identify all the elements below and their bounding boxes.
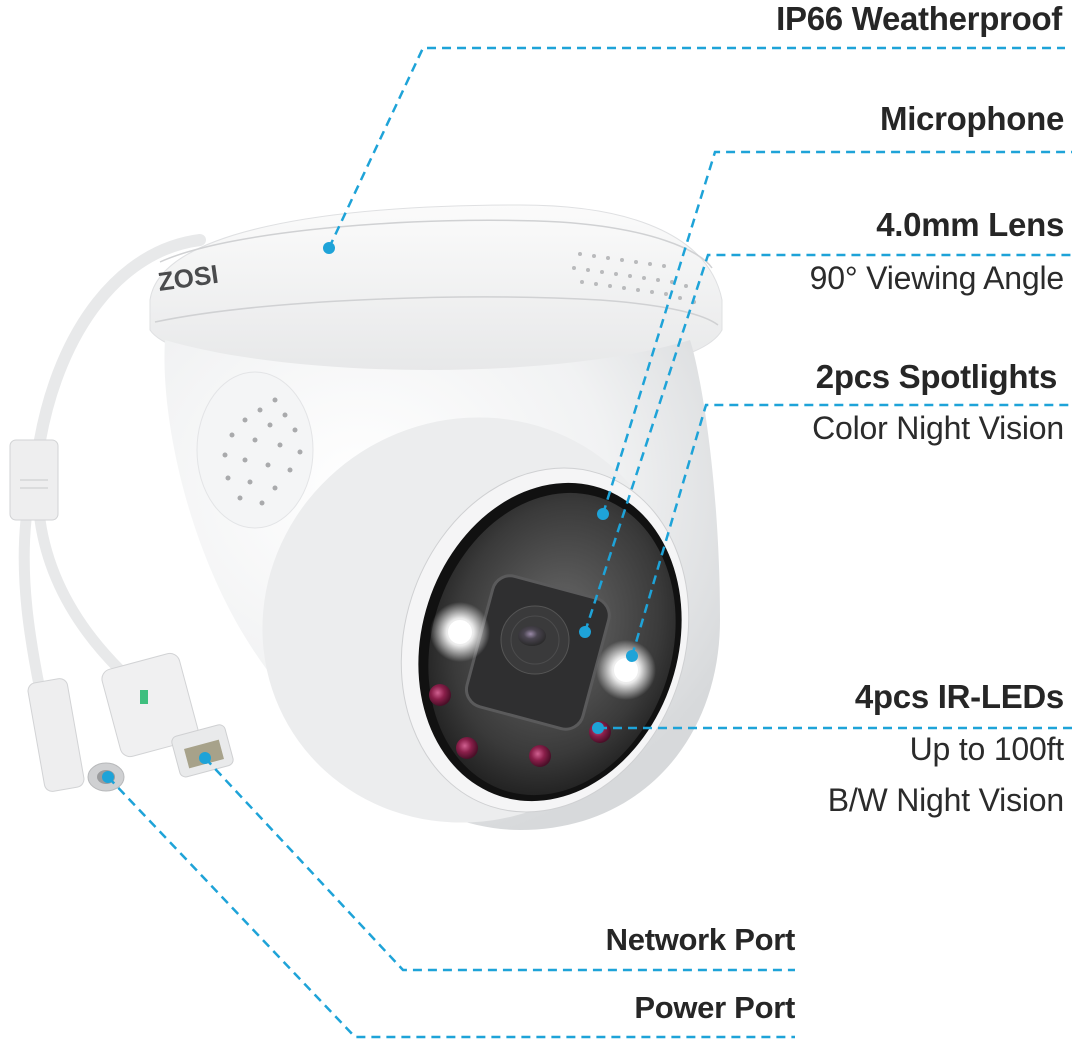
label-weatherproof: IP66 Weatherproof <box>776 0 1062 37</box>
lens-icon <box>518 626 546 646</box>
leader-line-microphone <box>601 150 1072 515</box>
callout-dot-lens <box>579 626 591 638</box>
spotlight-icon <box>430 602 656 700</box>
label-network-port: Network Port <box>605 922 796 957</box>
leader-line-power-port <box>107 776 795 1039</box>
label-spotlights-sub: Color Night Vision <box>812 410 1064 446</box>
leader-line-lens <box>583 253 1072 633</box>
callout-dot-microphone <box>597 508 609 520</box>
leader-line-spotlights <box>630 403 1072 657</box>
callout-dot-network-port <box>199 752 211 764</box>
callout-dot-power-port <box>102 771 114 783</box>
callout-dot-spotlights <box>626 650 638 662</box>
label-ir-leds: 4pcs IR-LEDs <box>854 678 1064 715</box>
label-lens-sub: 90° Viewing Angle <box>809 260 1065 296</box>
cable-icon <box>18 234 206 696</box>
label-lens: 4.0mm Lens <box>876 206 1064 243</box>
network-connector-icon <box>101 652 234 778</box>
label-spotlights: 2pcs Spotlights <box>815 358 1058 395</box>
callout-dot-weatherproof <box>323 242 335 254</box>
label-microphone: Microphone <box>880 100 1064 137</box>
leader-line-network-port <box>204 757 795 972</box>
speaker-holes-icon <box>222 397 303 506</box>
callout-dot-ir-leds <box>592 722 604 734</box>
leader-line-weatherproof <box>327 46 1065 249</box>
label-ir-leds-sub2: B/W Night Vision <box>827 782 1065 818</box>
label-ir-leds-sub: Up to 100ft <box>909 731 1065 767</box>
label-power-port: Power Port <box>634 990 795 1025</box>
vent-holes-icon <box>572 252 696 304</box>
